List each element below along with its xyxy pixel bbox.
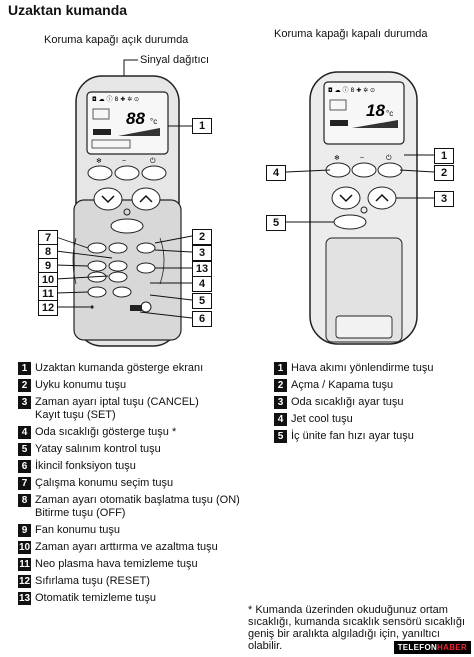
legend-text: Yatay salınım kontrol tuşu — [35, 443, 161, 455]
logo-left-text: TELEFON — [397, 643, 438, 652]
page-title: Uzaktan kumanda — [8, 2, 128, 18]
legend-text: Oda sıcaklığı gösterge tuşu * — [35, 426, 177, 438]
left-display-unit: °c — [150, 117, 157, 126]
right-remote: ◘ ☁ ⓘ 8 ✚ ✲ ⊙ 18 °c ❄ ~ ⏻ — [285, 71, 435, 345]
marker-left-12: 12 — [38, 300, 58, 316]
left-caption: Koruma kapağı açık durumda — [44, 34, 189, 46]
legend-num: 2 — [274, 379, 287, 392]
legend-num: 5 — [18, 443, 31, 456]
legend-item-3: 3 Oda sıcaklığı ayar tuşu — [274, 396, 470, 409]
legend-item-5: 5 İç ünite fan hızı ayar tuşu — [274, 430, 470, 443]
legend-text: Zaman ayarı otomatik başlatma tuşu (ON) … — [35, 494, 240, 519]
legend-num: 4 — [274, 413, 287, 426]
marker-right-1: 1 — [434, 148, 454, 164]
marker-right-2: 2 — [434, 165, 454, 181]
legend-num: 3 — [274, 396, 287, 409]
left-legend: 1 Uzaktan kumanda gösterge ekranı 2 Uyku k… — [18, 362, 246, 609]
svg-text:⏻: ⏻ — [150, 157, 156, 165]
signal-pointer-line — [123, 59, 138, 78]
legend-num: 3 — [18, 396, 31, 409]
left-display-temp: 88 — [126, 109, 145, 128]
legend-item-2: 2 Açma / Kapama tuşu — [274, 379, 470, 392]
marker-right-3: 3 — [434, 191, 454, 207]
svg-text:~: ~ — [360, 155, 364, 162]
legend-num: 7 — [18, 477, 31, 490]
legend-item-13: 13 Otomatik temizleme tuşu — [18, 592, 246, 605]
marker-right-4: 4 — [266, 165, 286, 181]
legend-item-6: 6 İkincil fonksiyon tuşu — [18, 460, 246, 473]
legend-text: Sıfırlama tuşu (RESET) — [35, 575, 150, 587]
left-remote: ◘ ☁ ⓘ 8 ✚ ✲ ⊙ 88 °c ❄ ~ ⏻ — [55, 75, 193, 347]
svg-text:◘ ☁ ⓘ 8 ✚ ✲ ⊙: ◘ ☁ ⓘ 8 ✚ ✲ ⊙ — [328, 86, 375, 94]
legend-num: 11 — [18, 558, 31, 571]
right-display-temp: 18 — [366, 101, 385, 120]
svg-text:~: ~ — [122, 158, 126, 165]
legend-num: 8 — [18, 494, 31, 507]
legend-text: Uyku konumu tuşu — [35, 379, 127, 391]
logo-right-text: HABER — [437, 643, 467, 652]
right-display-unit: °c — [386, 109, 393, 118]
legend-num: 5 — [274, 430, 287, 443]
legend-num: 13 — [18, 592, 31, 605]
marker-right-5: 5 — [266, 215, 286, 231]
legend-item-2: 2 Uyku konumu tuşu — [18, 379, 246, 392]
legend-item-1: 1 Hava akımı yönlendirme tuşu — [274, 362, 470, 375]
marker-left-1: 1 — [192, 118, 212, 134]
legend-item-4: 4 Jet cool tuşu — [274, 413, 470, 426]
legend-text: Zaman ayarı arttırma ve azaltma tuşu — [35, 541, 218, 553]
legend-text: İkincil fonksiyon tuşu — [35, 460, 136, 472]
legend-num: 4 — [18, 426, 31, 439]
legend-num: 1 — [18, 362, 31, 375]
svg-text:❄: ❄ — [96, 157, 102, 165]
legend-item-1: 1 Uzaktan kumanda gösterge ekranı — [18, 362, 246, 375]
legend-text: Zaman ayarı iptal tuşu (CANCEL) Kayıt tu… — [35, 396, 199, 421]
legend-item-4: 4 Oda sıcaklığı gösterge tuşu * — [18, 426, 246, 439]
left-display-screen — [86, 91, 169, 155]
legend-text: Açma / Kapama tuşu — [291, 379, 394, 391]
legend-item-12: 12 Sıfırlama tuşu (RESET) — [18, 575, 246, 588]
marker-left-3: 3 — [192, 245, 212, 261]
legend-num: 9 — [18, 524, 31, 537]
marker-left-5: 5 — [192, 293, 212, 309]
legend-num: 6 — [18, 460, 31, 473]
legend-num: 10 — [18, 541, 31, 554]
marker-left-2: 2 — [192, 229, 212, 245]
legend-text: Oda sıcaklığı ayar tuşu — [291, 396, 404, 408]
legend-text: Hava akımı yönlendirme tuşu — [291, 362, 434, 374]
legend-item-8: 8 Zaman ayarı otomatik başlatma tuşu (ON)… — [18, 494, 246, 520]
watermark-logo: TELEFONHABER — [393, 641, 471, 654]
right-legend: 1 Hava akımı yönlendirme tuşu 2 Açma / Kap… — [274, 362, 470, 447]
signal-label: Sinyal dağıtıcı — [140, 54, 210, 66]
svg-text:⏻: ⏻ — [386, 154, 392, 162]
legend-text: Jet cool tuşu — [291, 413, 353, 425]
legend-text: Çalışma konumu seçim tuşu — [35, 477, 174, 489]
right-caption: Koruma kapağı kapalı durumda — [274, 28, 428, 40]
legend-text: İç ünite fan hızı ayar tuşu — [291, 430, 414, 442]
legend-num: 12 — [18, 575, 31, 588]
right-display-screen — [323, 81, 405, 145]
marker-left-4: 4 — [192, 276, 212, 292]
marker-left-13: 13 — [192, 261, 212, 277]
legend-text: Fan konumu tuşu — [35, 524, 120, 536]
marker-left-7: 7 — [38, 230, 58, 246]
footnote: * Kumanda üzerinden okuduğunuz ortam sıc… — [248, 604, 466, 652]
legend-item-10: 10 Zaman ayarı arttırma ve azaltma tuşu — [18, 541, 246, 554]
marker-left-6: 6 — [192, 311, 212, 327]
svg-text:◘ ☁ ⓘ 8 ✚ ✲ ⊙: ◘ ☁ ⓘ 8 ✚ ✲ ⊙ — [92, 95, 139, 103]
legend-item-3: 3 Zaman ayarı iptal tuşu (CANCEL) Kayıt t… — [18, 396, 246, 422]
legend-num: 1 — [274, 362, 287, 375]
svg-text:❄: ❄ — [334, 154, 340, 162]
legend-item-5: 5 Yatay salınım kontrol tuşu — [18, 443, 246, 456]
legend-text: Neo plasma hava temizleme tuşu — [35, 558, 198, 570]
legend-item-9: 9 Fan konumu tuşu — [18, 524, 246, 537]
legend-text: Otomatik temizleme tuşu — [35, 592, 157, 604]
legend-num: 2 — [18, 379, 31, 392]
legend-text: Uzaktan kumanda gösterge ekranı — [35, 362, 204, 374]
legend-item-11: 11 Neo plasma hava temizleme tuşu — [18, 558, 246, 571]
legend-item-7: 7 Çalışma konumu seçim tuşu — [18, 477, 246, 490]
